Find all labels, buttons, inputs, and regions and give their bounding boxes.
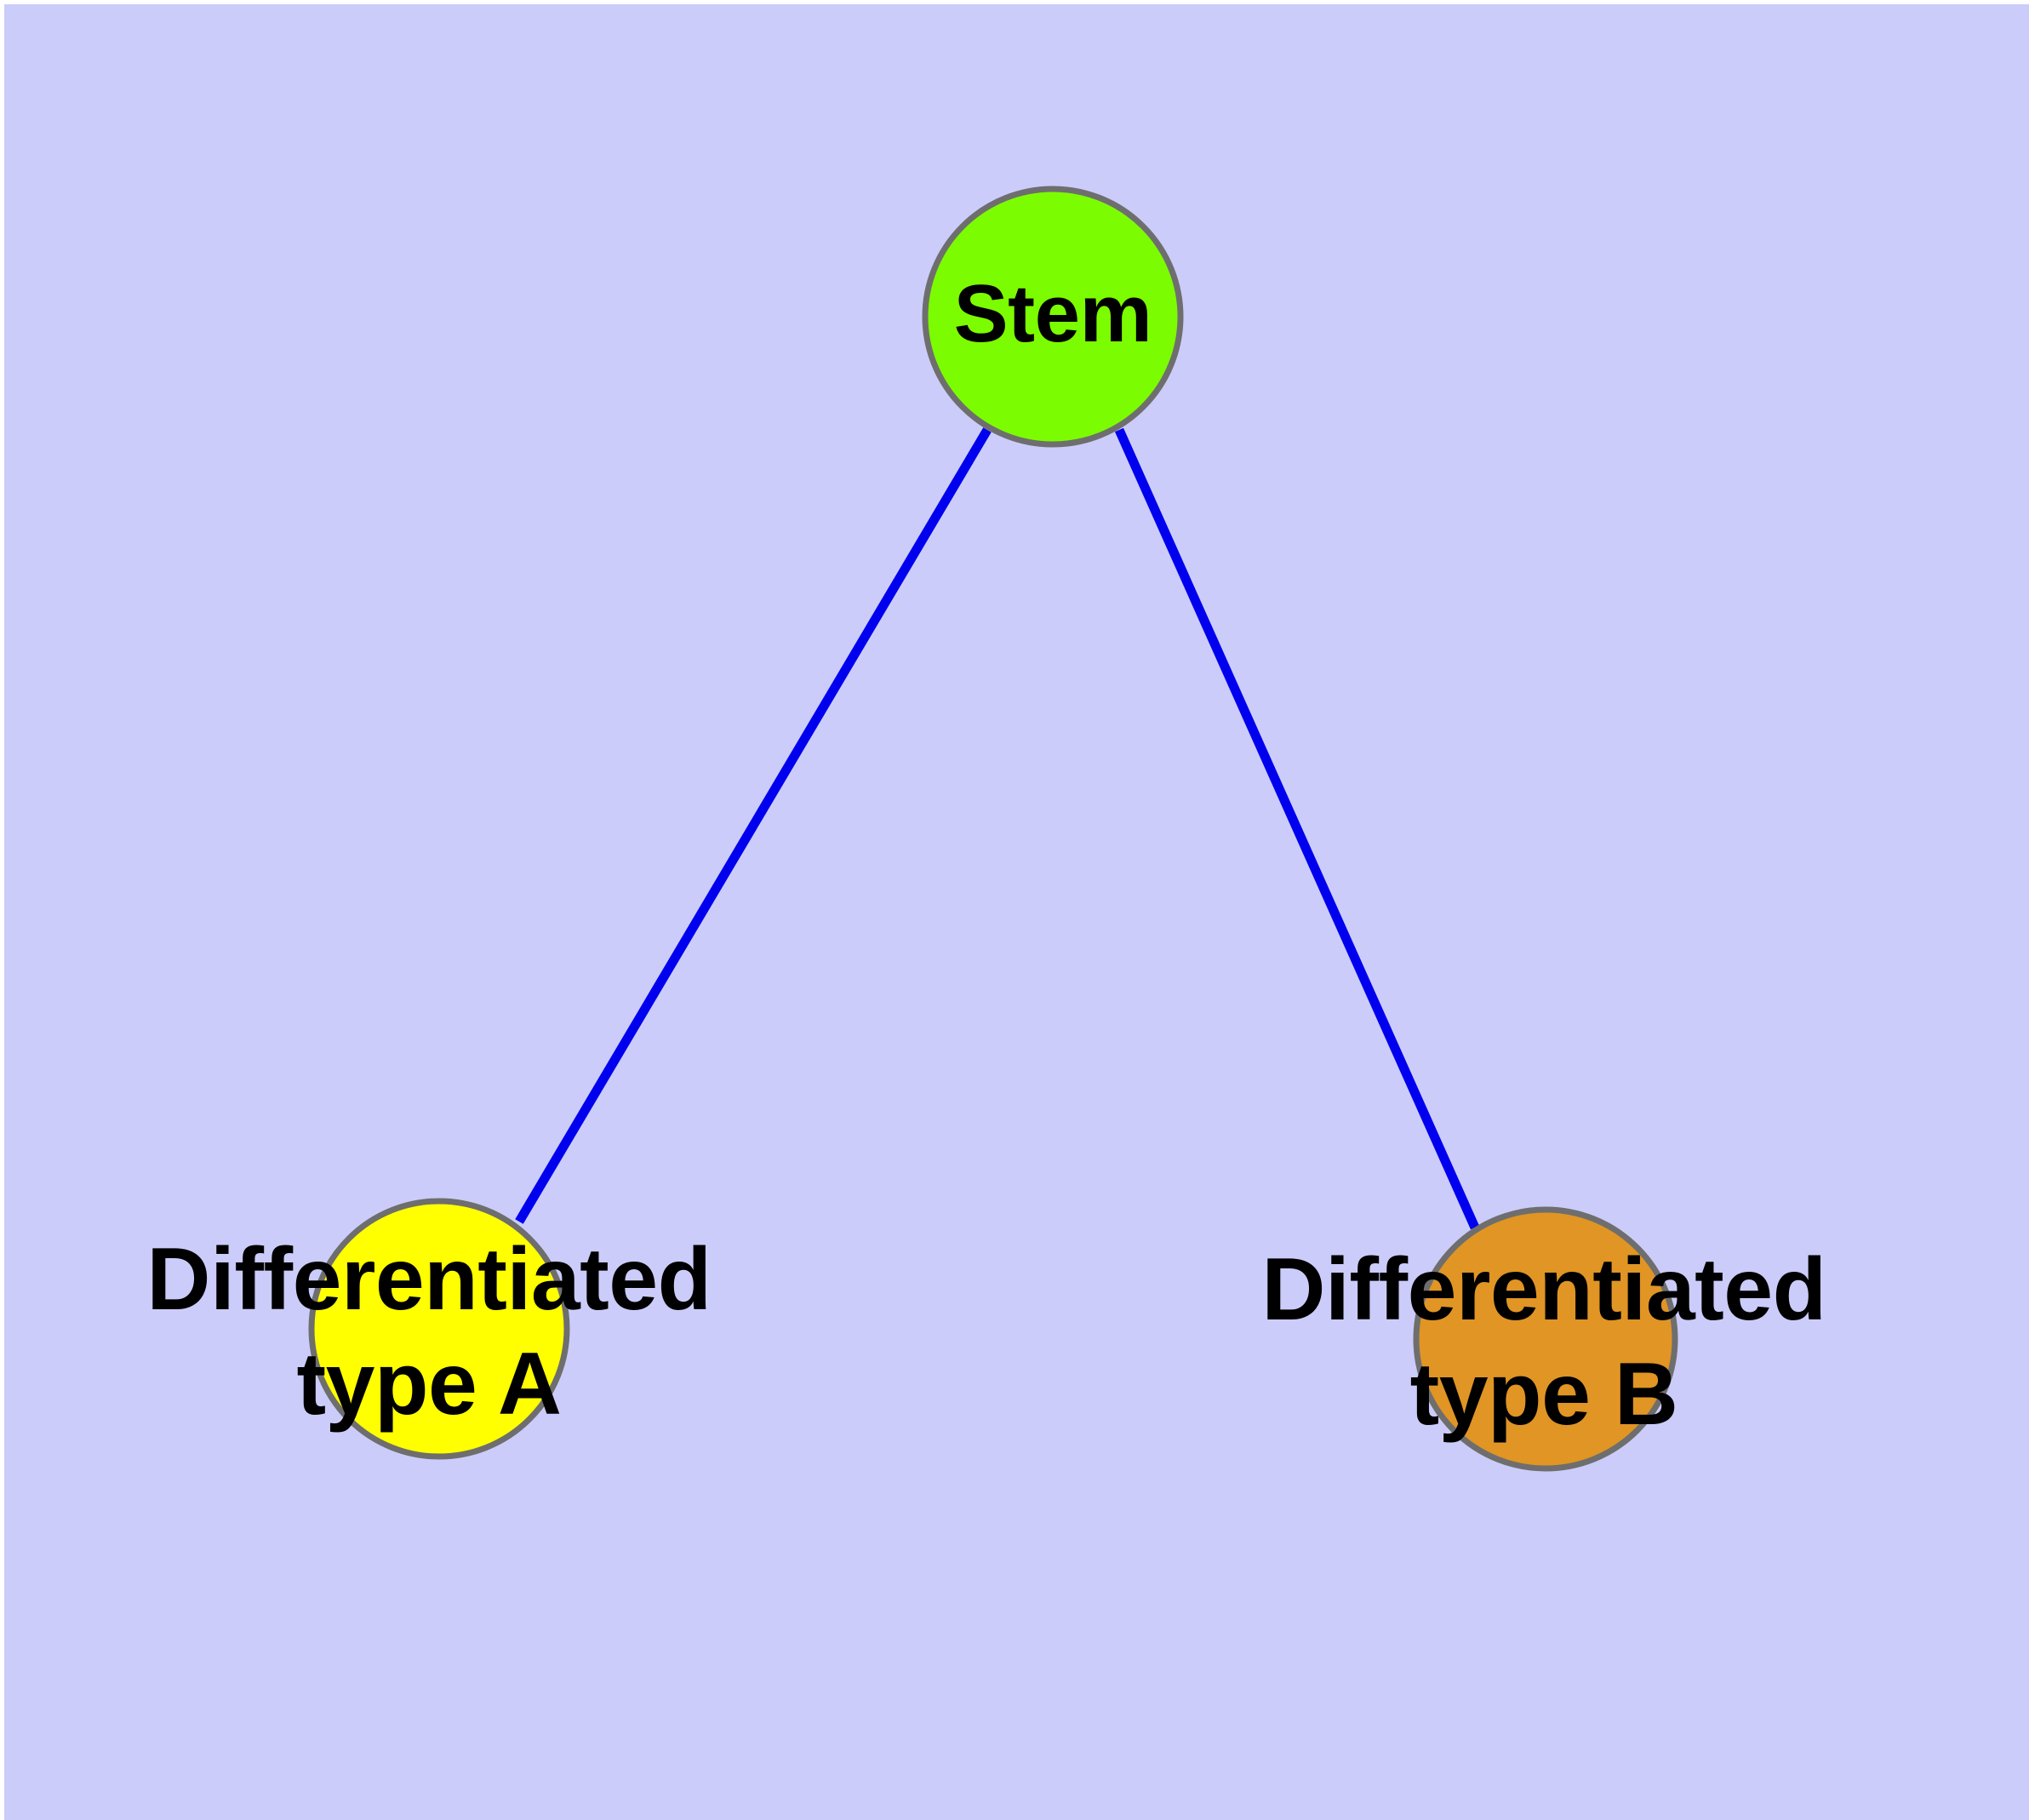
edge-layer <box>515 427 1480 1230</box>
node-diff-a-circle[interactable] <box>308 1198 570 1460</box>
node-layer <box>308 186 1678 1472</box>
node-diff-b-circle[interactable] <box>1413 1206 1678 1472</box>
edge-stem-to-diff-b[interactable] <box>1114 427 1480 1230</box>
node-stem-circle[interactable] <box>922 186 1184 448</box>
edge-stem-to-diff-a[interactable] <box>515 427 992 1224</box>
